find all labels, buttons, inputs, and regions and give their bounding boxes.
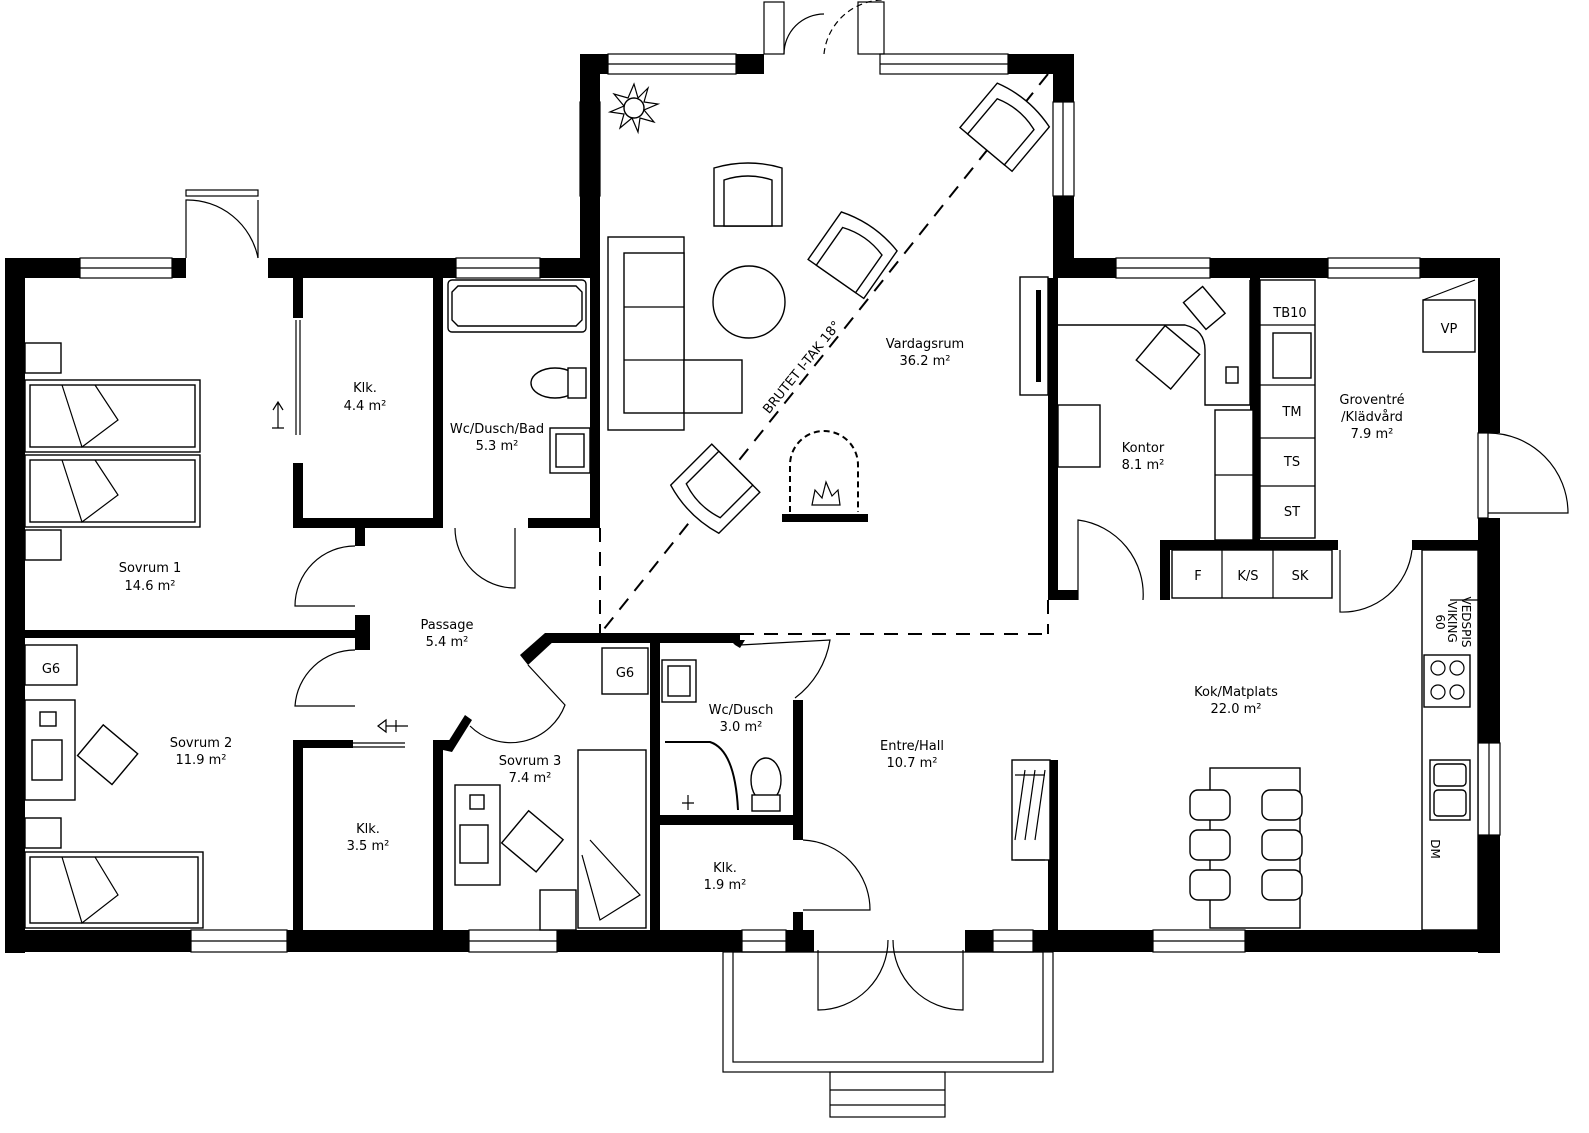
room-name-sovrum3: Sovrum 3 <box>499 754 562 769</box>
windows <box>79 53 1501 953</box>
room-area-passage: 5.4 m² <box>426 635 469 650</box>
kontor-furniture <box>1058 280 1254 541</box>
room-name-entre: Entre/Hall <box>880 739 944 754</box>
fixture-ts: TS <box>1283 455 1300 470</box>
room-name-passage: Passage <box>421 618 474 633</box>
room-area-vardagsrum: 36.2 m² <box>900 354 951 369</box>
room-area-sovrum2: 11.9 m² <box>176 753 227 768</box>
room-name-vardagsrum: Vardagsrum <box>886 337 964 352</box>
room-area-sovrum3: 7.4 m² <box>509 771 552 786</box>
room-name-sovrum1: Sovrum 1 <box>119 561 182 576</box>
room-area-wc-dusch: 3.0 m² <box>720 720 763 735</box>
fixture-f: F <box>1194 569 1201 584</box>
fixture-dm: DM <box>1428 839 1442 859</box>
room-name-wc-dusch: Wc/Dusch <box>709 703 774 718</box>
entre-fixtures <box>1011 759 1051 861</box>
ceiling-lines <box>599 73 1049 635</box>
fixture-vp: VP <box>1441 322 1458 337</box>
room-area-entre: 10.7 m² <box>887 756 938 771</box>
fixture-vedspis-1: VEDSPIS <box>1459 596 1473 647</box>
fixture-tb10: TB10 <box>1272 306 1306 321</box>
room-area-klk3: 1.9 m² <box>704 878 747 893</box>
sovrum2-furniture: G6 <box>24 644 204 929</box>
room-labels: Sovrum 1 14.6 m² Klk. 4.4 m² Wc/Dusch/Ba… <box>119 319 1405 893</box>
room-name-klk3: Klk. <box>713 861 737 876</box>
plant-icon <box>607 82 661 135</box>
fixture-vedspis-2: VIKING <box>1445 601 1459 642</box>
sovrum1-furniture <box>24 342 201 561</box>
room-name-groventre-2: /Klädvård <box>1341 410 1403 425</box>
room-area-wc-bad: 5.3 m² <box>476 439 519 454</box>
room-area-sovrum1: 14.6 m² <box>125 579 176 594</box>
fixture-sk: SK <box>1292 569 1309 584</box>
groventre-fixtures: TB10 TM TS ST VP F K/S SK <box>1171 279 1476 599</box>
room-name-sovrum2: Sovrum 2 <box>170 736 233 751</box>
room-name-groventre-1: Groventré <box>1339 393 1404 408</box>
ceiling-annotation: BRUTET I-TAK 18° <box>760 319 844 417</box>
doors <box>185 0 1569 1011</box>
arrow-icons <box>272 400 408 734</box>
vardagsrum-furniture <box>607 82 1101 535</box>
kok-fixtures: VEDSPIS VIKING 60 DM <box>1189 549 1479 931</box>
fireplace-icon <box>782 430 868 522</box>
fixture-g6-a: G6 <box>42 662 60 677</box>
room-area-klk2: 3.5 m² <box>347 839 390 854</box>
room-area-klk1: 4.4 m² <box>344 399 387 414</box>
wc-dusch-fixtures <box>661 659 782 812</box>
fixture-st: ST <box>1284 505 1300 520</box>
room-name-klk2: Klk. <box>356 822 380 837</box>
room-name-klk1: Klk. <box>353 381 377 396</box>
exterior-walls <box>5 54 1500 953</box>
fixture-ks: K/S <box>1237 569 1258 584</box>
fixture-tm: TM <box>1281 405 1301 420</box>
room-name-wc-bad: Wc/Dusch/Bad <box>450 422 544 437</box>
room-area-groventre: 7.9 m² <box>1351 427 1394 442</box>
bath-fixtures <box>447 279 591 474</box>
porch <box>722 951 1054 1118</box>
room-name-kok: Kok/Matplats <box>1194 685 1278 700</box>
sovrum3-fixtures: G6 <box>454 647 649 931</box>
fixture-g6-b: G6 <box>616 666 634 681</box>
fixture-vedspis-3: 60 <box>1433 614 1447 629</box>
interior-walls <box>25 278 1478 950</box>
room-area-kok: 22.0 m² <box>1211 702 1262 717</box>
room-name-kontor: Kontor <box>1122 441 1165 456</box>
room-area-kontor: 8.1 m² <box>1122 458 1165 473</box>
